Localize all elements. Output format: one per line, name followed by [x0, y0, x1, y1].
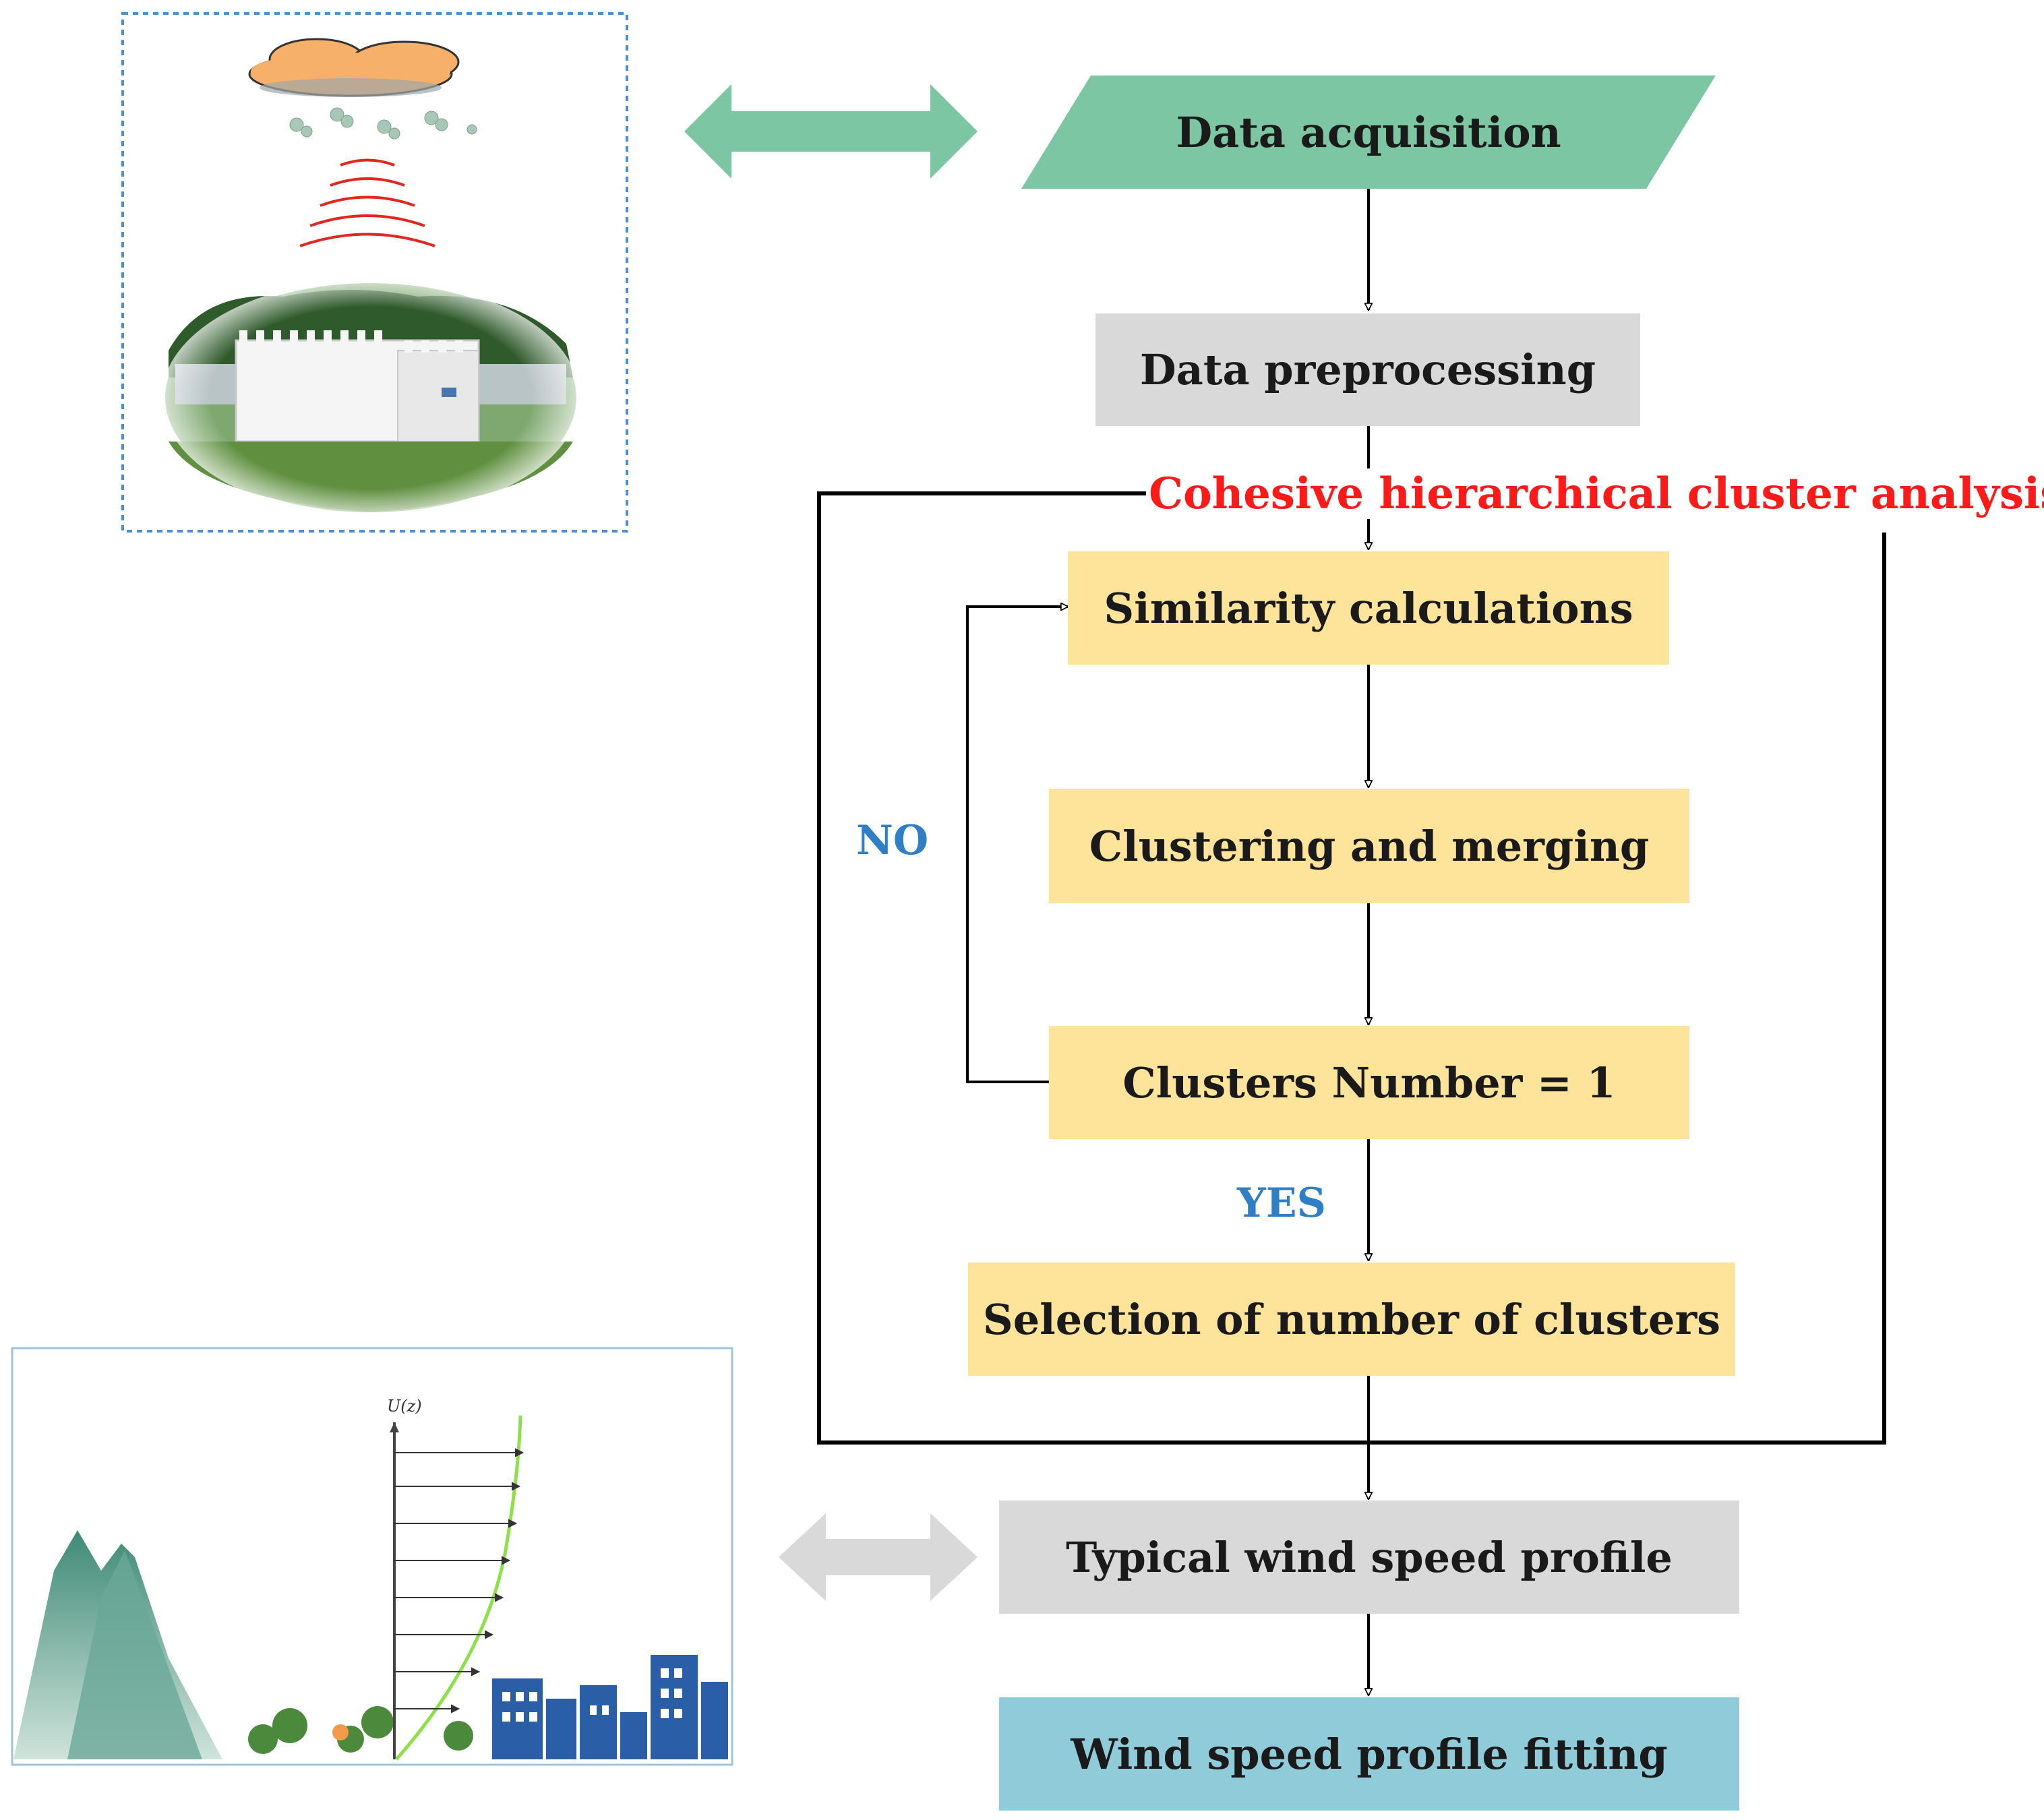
- axis-label: U(z): [387, 1397, 422, 1416]
- rain-particles-icon: [289, 107, 477, 140]
- node-label: Data acquisition: [1176, 107, 1561, 157]
- cluster-analysis-title: Cohesive hierarchical cluster analysis: [1147, 468, 2044, 519]
- station-photo: [162, 280, 580, 516]
- node-label: Clustering and merging: [1089, 821, 1650, 871]
- yes-label: YES: [1237, 1180, 1326, 1227]
- bidirectional-arrow-icon: [684, 84, 978, 179]
- node-label: Clusters Number = 1: [1122, 1058, 1616, 1108]
- clusters-number-node: Clusters Number = 1: [1049, 1026, 1689, 1139]
- no-label: NO: [856, 817, 929, 864]
- cluster-analysis-frame: [817, 491, 1886, 1445]
- node-label: Data preprocessing: [1139, 345, 1596, 394]
- illustration-frame: [121, 12, 628, 533]
- connector-no-loop: [966, 607, 1068, 1083]
- node-label: Similarity calculations: [1104, 583, 1633, 633]
- selection-clusters-node: Selection of number of clusters: [968, 1263, 1735, 1376]
- signal-waves-icon: [299, 158, 435, 247]
- node-label: Typical wind speed profile: [1066, 1532, 1673, 1582]
- wind-profile-illustration: [11, 1347, 733, 1766]
- lidar-station-illustration: [121, 12, 628, 533]
- data-acquisition-node: Data acquisition: [1021, 75, 1716, 189]
- clustering-merging-node: Clustering and merging: [1049, 789, 1689, 903]
- node-label: Selection of number of clusters: [982, 1294, 1721, 1344]
- similarity-calculations-node: Similarity calculations: [1068, 551, 1669, 665]
- profile-fitting-node: Wind speed profile fitting: [999, 1697, 1739, 1811]
- node-label: Wind speed profile fitting: [1071, 1729, 1668, 1779]
- data-preprocessing-node: Data preprocessing: [1095, 313, 1640, 426]
- cloud-icon: [248, 38, 460, 97]
- typical-profile-node: Typical wind speed profile: [999, 1500, 1739, 1614]
- bidirectional-arrow-gray-icon: [779, 1513, 978, 1601]
